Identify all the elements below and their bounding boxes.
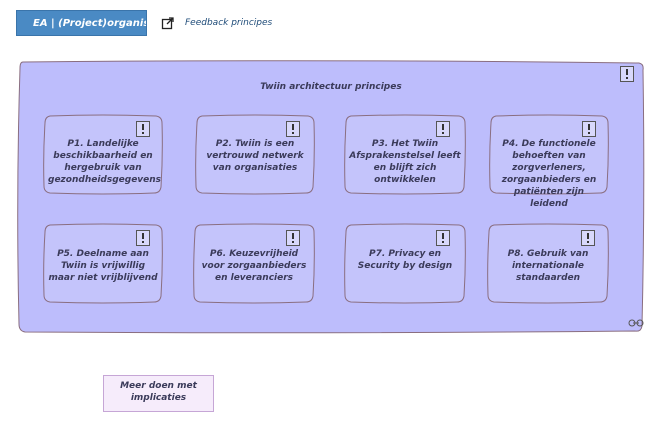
group-title: Twiin architectuur principes bbox=[260, 82, 402, 92]
warning-icon[interactable] bbox=[436, 230, 450, 246]
link-icon[interactable] bbox=[628, 319, 644, 327]
warning-icon[interactable] bbox=[620, 66, 634, 82]
principle-card-p5[interactable]: P5. Deelname aan Twiin is vrijwillig maa… bbox=[42, 223, 164, 305]
principle-label: P4. De functionele behoeften van zorgver… bbox=[501, 139, 597, 209]
feedback-link[interactable]: Feedback principes bbox=[185, 18, 273, 28]
principle-card-p1[interactable]: P1. Landelijke beschikbaarheid en hergeb… bbox=[42, 114, 164, 196]
principle-card-p3[interactable]: P3. Het Twiin Afsprakenstelsel leeft en … bbox=[343, 114, 467, 196]
warning-icon[interactable] bbox=[582, 121, 596, 137]
principle-card-p6[interactable]: P6. Keuzevrijheid voor zorgaanbieders en… bbox=[192, 223, 316, 305]
warning-icon[interactable] bbox=[136, 121, 150, 137]
warning-icon[interactable] bbox=[581, 230, 595, 246]
warning-icon[interactable] bbox=[436, 121, 450, 137]
principle-label: P1. Landelijke beschikbaarheid en hergeb… bbox=[48, 139, 162, 185]
implications-note[interactable]: Meer doen met implicaties bbox=[103, 375, 214, 412]
principle-label: P2. Twiin is een vertrouwd netwerk van o… bbox=[206, 139, 304, 173]
warning-icon[interactable] bbox=[286, 230, 300, 246]
principles-group: Twiin architectuur principes P1. Landeli… bbox=[17, 60, 645, 334]
principle-label: P8. Gebruik van internationale standaard… bbox=[507, 249, 589, 283]
principle-card-p8[interactable]: P8. Gebruik van internationale standaard… bbox=[486, 223, 610, 305]
breadcrumb-tab[interactable]: EA | (Project)organisatie bbox=[16, 10, 147, 36]
principle-card-p7[interactable]: P7. Privacy en Security by design bbox=[343, 223, 467, 305]
principle-card-p4[interactable]: P4. De functionele behoeften van zorgver… bbox=[488, 114, 610, 209]
principle-label: P5. Deelname aan Twiin is vrijwillig maa… bbox=[48, 249, 158, 283]
principle-label: P7. Privacy en Security by design bbox=[357, 249, 453, 271]
external-link-icon[interactable] bbox=[161, 16, 175, 30]
principle-label: P3. Het Twiin Afsprakenstelsel leeft en … bbox=[349, 139, 461, 185]
warning-icon[interactable] bbox=[136, 230, 150, 246]
warning-icon[interactable] bbox=[286, 121, 300, 137]
principle-card-p2[interactable]: P2. Twiin is een vertrouwd netwerk van o… bbox=[194, 114, 316, 196]
principle-label: P6. Keuzevrijheid voor zorgaanbieders en… bbox=[201, 249, 307, 283]
